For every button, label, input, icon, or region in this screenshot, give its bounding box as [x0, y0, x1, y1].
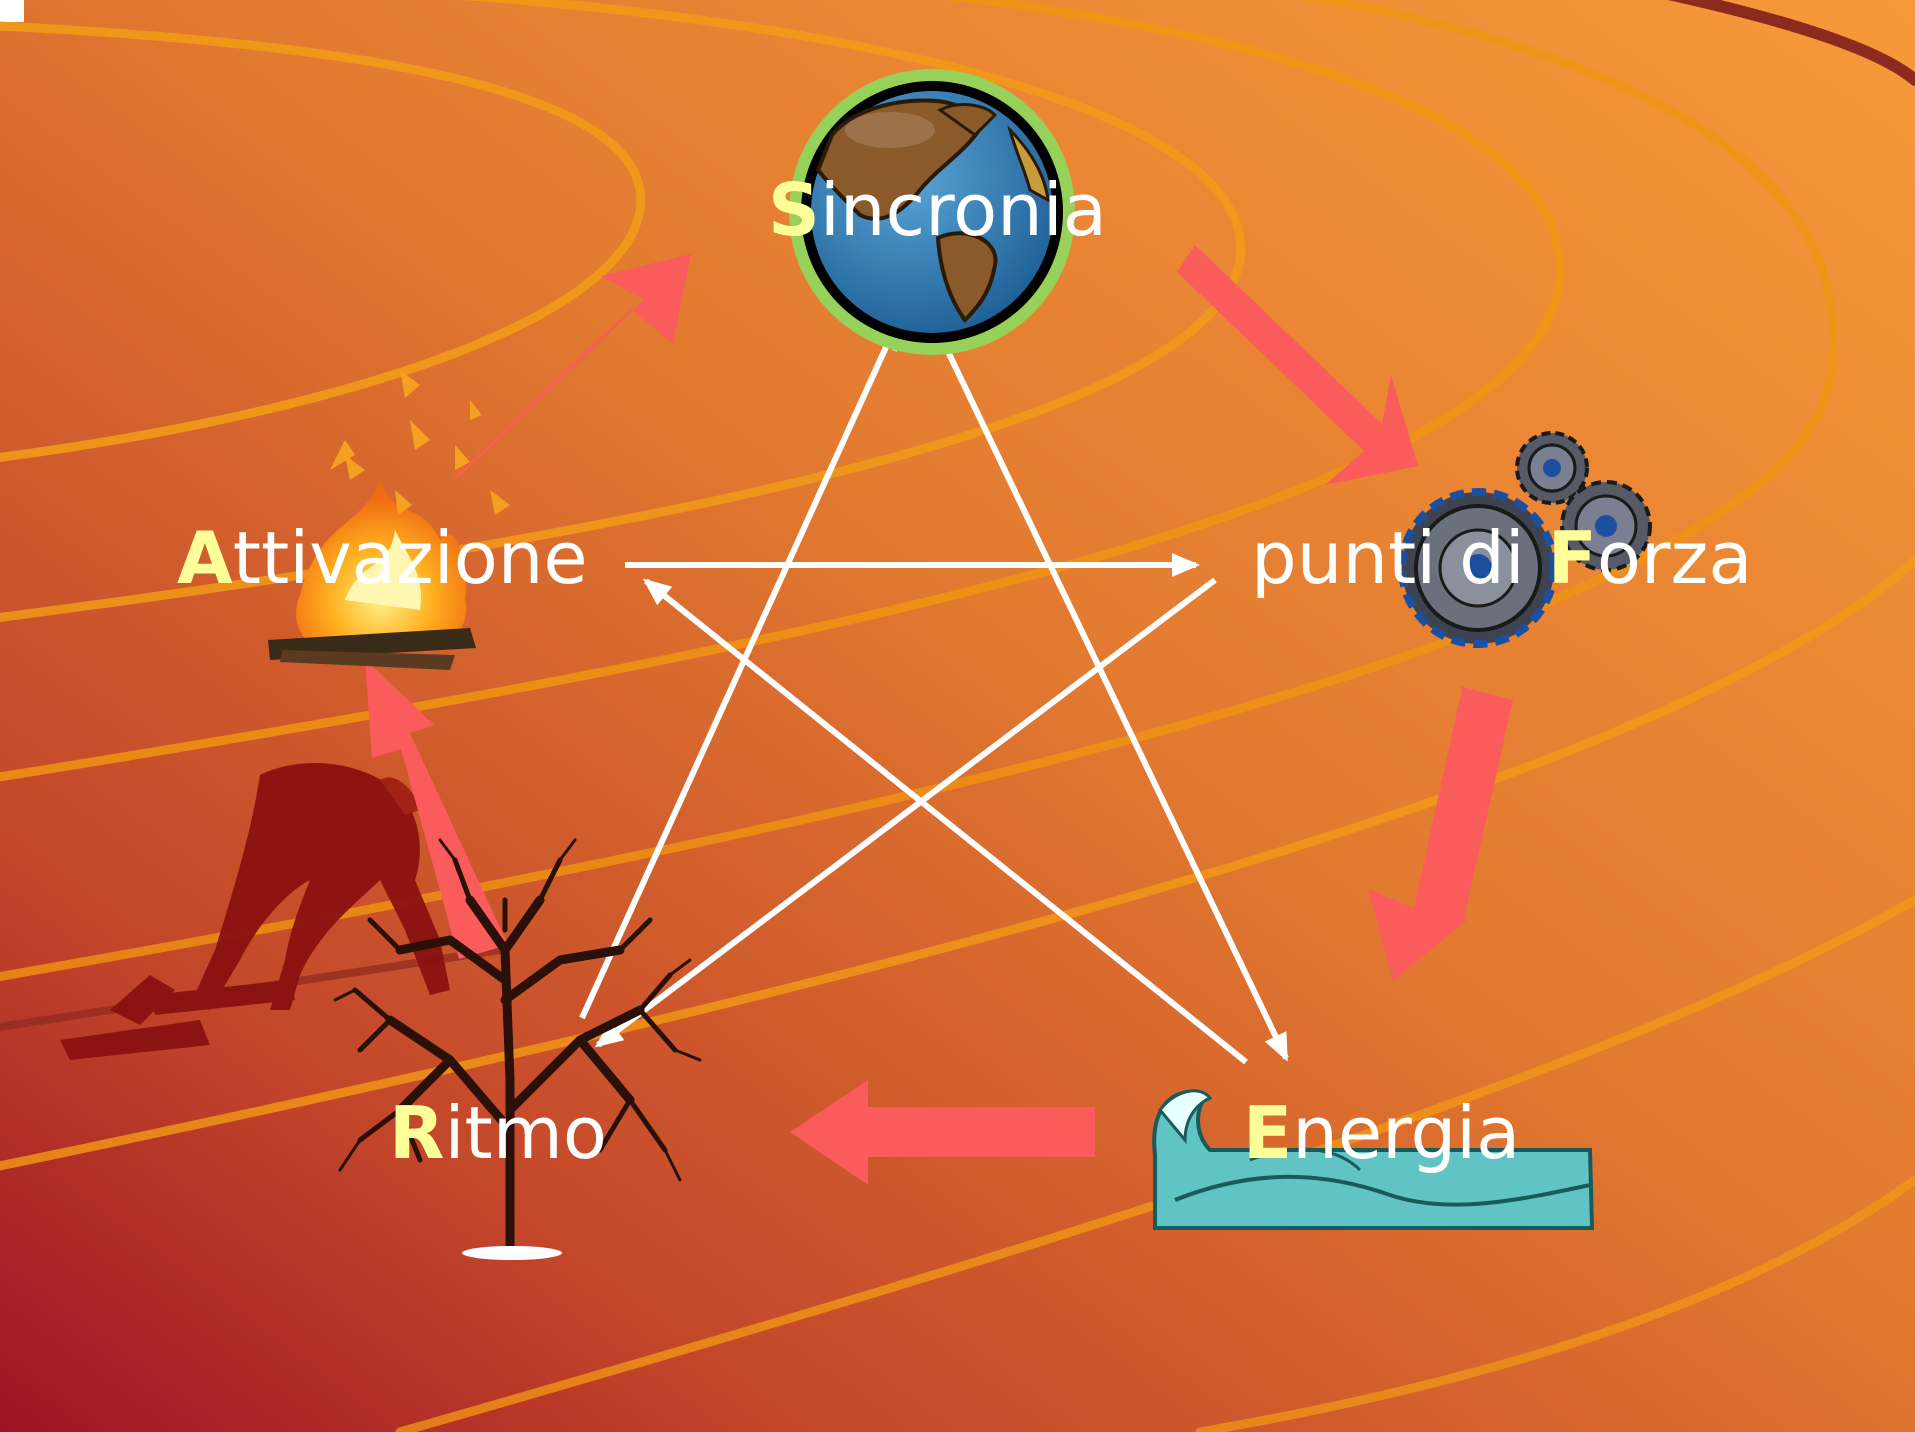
- arrow-sincronia-to-forza: [1177, 245, 1418, 485]
- tree-icon: [333, 838, 702, 1260]
- label-rest: ttivazione: [233, 516, 588, 600]
- label-prefix: punti di: [1251, 516, 1548, 600]
- gears-icon: [1398, 431, 1652, 648]
- arrow-ritmo-to-sincronia: [579, 321, 899, 1020]
- wave-icon: [1152, 1089, 1595, 1230]
- campfire-icon: [268, 370, 510, 670]
- arrow-sincronia-to-energia: [939, 337, 1289, 1062]
- label-rest: itmo: [444, 1091, 606, 1175]
- globe-icon: [789, 69, 1075, 355]
- node-sincronia: Sincronia: [768, 168, 1107, 252]
- cycle-arrows: [365, 245, 1513, 1185]
- label-rest: incronia: [820, 168, 1107, 252]
- node-punti-di-forza: punti di Forza: [1251, 516, 1752, 600]
- arrow-ritmo-to-attivazione: [365, 659, 508, 959]
- initial-letter: A: [177, 516, 233, 600]
- initial-letter: F: [1548, 516, 1597, 600]
- arrow-attivazione-to-sincronia: [449, 254, 691, 483]
- initial-letter: R: [389, 1091, 444, 1175]
- pentagram-arrows: [579, 321, 1289, 1065]
- initial-letter: E: [1243, 1091, 1292, 1175]
- label-rest: orza: [1597, 516, 1753, 600]
- corner-mark: [0, 0, 24, 22]
- arrow-energia-to-attivazione: [642, 578, 1248, 1065]
- sprinter-silhouette: [60, 763, 450, 1060]
- node-ritmo: Ritmo: [389, 1091, 607, 1175]
- label-rest: nergia: [1292, 1091, 1520, 1175]
- arrow-forza-to-ritmo: [594, 577, 1217, 1048]
- node-attivazione: Attivazione: [177, 516, 588, 600]
- arrow-forza-to-energia: [1368, 686, 1513, 981]
- arrow-energia-to-ritmo: [790, 1080, 1095, 1185]
- node-energia: Energia: [1243, 1091, 1520, 1175]
- initial-letter: S: [768, 168, 820, 252]
